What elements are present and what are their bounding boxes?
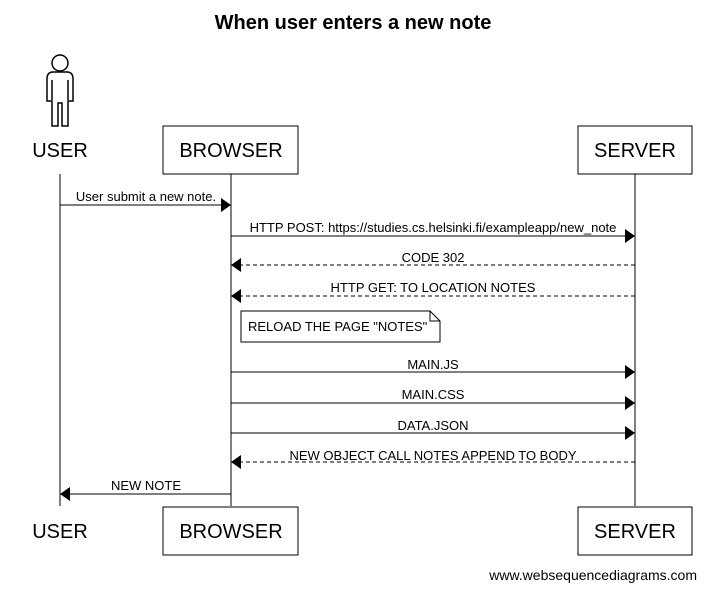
message-label: NEW OBJECT CALL NOTES APPEND TO BODY xyxy=(289,448,576,463)
note-fold xyxy=(429,311,440,322)
participant-browser-bottom-box xyxy=(162,506,299,556)
message-label: User submit a new note. xyxy=(76,189,216,204)
participant-user-top: USER xyxy=(32,140,88,162)
message-label: CODE 302 xyxy=(402,250,465,265)
message-label: HTTP GET: TO LOCATION NOTES xyxy=(331,280,536,295)
participant-browser-top-box xyxy=(162,125,299,175)
participant-server-bottom: SERVER xyxy=(594,521,676,543)
diagram-title: When user enters a new note xyxy=(215,12,492,34)
participant-server-bottom-box xyxy=(577,506,693,556)
user-actor-icon xyxy=(46,54,74,127)
message-label: MAIN.JS xyxy=(407,357,459,372)
message-label: NEW NOTE xyxy=(111,478,181,493)
note-box xyxy=(240,310,441,343)
message-label: HTTP POST: https://studies.cs.helsinki.f… xyxy=(250,220,617,235)
message-label: MAIN.CSS xyxy=(402,387,465,402)
participant-user-bottom: USER xyxy=(32,521,88,543)
participant-browser-bottom: BROWSER xyxy=(179,521,282,543)
participant-server-top-box xyxy=(577,125,693,175)
message-label: DATA.JSON xyxy=(397,418,468,433)
participant-browser-top: BROWSER xyxy=(179,140,282,162)
participant-server-top: SERVER xyxy=(594,140,676,162)
note-text: RELOAD THE PAGE "NOTES" xyxy=(248,319,428,334)
footer-link[interactable]: www.websequencediagrams.com xyxy=(488,567,697,583)
